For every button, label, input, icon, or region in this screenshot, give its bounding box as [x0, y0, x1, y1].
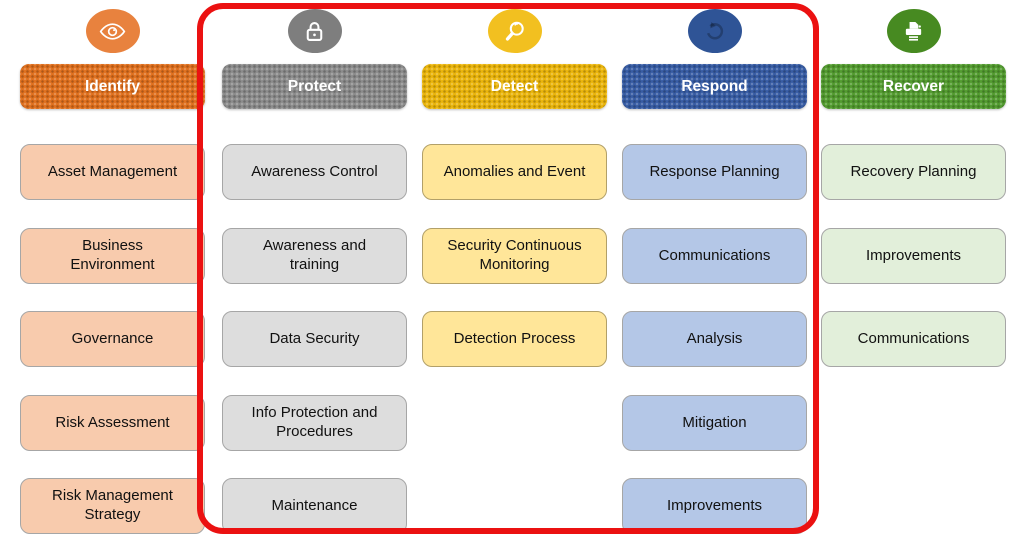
identify-item: Risk Assessment [20, 395, 205, 451]
protect-item: Maintenance [222, 478, 407, 534]
identify-item: Business Environment [20, 228, 205, 284]
respond-item: Response Planning [622, 144, 807, 200]
identify-icon-circle [85, 9, 140, 53]
recover-item: Improvements [821, 228, 1006, 284]
identify-item: Risk Management Strategy [20, 478, 205, 534]
recover-header: Recover [821, 64, 1006, 109]
protect-header-label: Protect [287, 77, 342, 95]
column-recover: Recover Recovery Planning Improvements C… [821, 0, 1006, 538]
detect-item: Anomalies and Event [422, 144, 607, 200]
history-arrow-icon [707, 21, 724, 39]
protect-item: Awareness Control [222, 144, 407, 200]
identify-header-label: Identify [84, 77, 141, 95]
column-respond: Respond Response Planning Communications… [622, 0, 807, 538]
protect-item: Info Protection and Procedures [222, 395, 407, 451]
printer-icon [905, 21, 922, 41]
detect-header-label: Detect [490, 77, 539, 95]
respond-item: Improvements [622, 478, 807, 534]
lock-icon [306, 21, 323, 41]
respond-item: Analysis [622, 311, 807, 367]
protect-header: Protect [222, 64, 407, 109]
eye-icon [99, 22, 126, 40]
detect-item: Security Continuous Monitoring [422, 228, 607, 284]
recover-item: Communications [821, 311, 1006, 367]
recover-item: Recovery Planning [821, 144, 1006, 200]
respond-item: Communications [622, 228, 807, 284]
column-identify: Identify Asset Management Business Envir… [20, 0, 205, 538]
respond-header-label: Respond [681, 77, 748, 95]
protect-icon-circle [287, 9, 342, 53]
protect-item: Awareness and training [222, 228, 407, 284]
respond-item: Mitigation [622, 395, 807, 451]
detect-item: Detection Process [422, 311, 607, 367]
protect-item: Data Security [222, 311, 407, 367]
column-detect: Detect Anomalies and Event Security Cont… [422, 0, 607, 538]
search-icon [505, 21, 524, 41]
identify-header: Identify [20, 64, 205, 109]
detect-header: Detect [422, 64, 607, 109]
column-protect: Protect Awareness Control Awareness and … [222, 0, 407, 538]
identify-item: Asset Management [20, 144, 205, 200]
respond-header: Respond [622, 64, 807, 109]
respond-icon-circle [687, 9, 742, 53]
recover-icon-circle [886, 9, 941, 53]
detect-icon-circle [487, 9, 542, 53]
identify-item: Governance [20, 311, 205, 367]
recover-header-label: Recover [882, 77, 945, 95]
